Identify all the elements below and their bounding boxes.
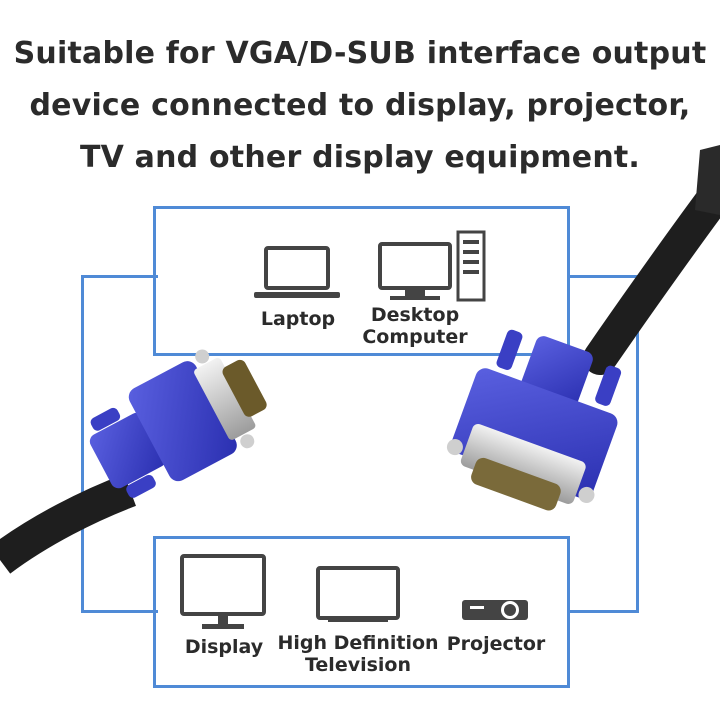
tv-icon: [316, 566, 400, 622]
display-monitor-icon: [180, 554, 266, 629]
right-cable: [583, 145, 720, 375]
desktop-computer-label: Desktop Computer: [360, 304, 470, 348]
tv-label-line-1: High Definition: [277, 632, 439, 654]
desktop-computer-icon: [378, 230, 486, 302]
headline-line-3: TV and other display equipment.: [79, 140, 641, 175]
left-frame: [81, 275, 158, 613]
desktop-label-line-1: Desktop: [370, 304, 460, 326]
laptop-label: Laptop: [260, 308, 336, 330]
headline: Suitable for VGA/D-SUB interface output …: [0, 28, 720, 184]
left-vga-connector: [89, 349, 267, 498]
display-label: Display: [184, 636, 264, 658]
right-frame: [568, 275, 639, 613]
bottom-frame: [153, 536, 570, 688]
desktop-label-line-2: Computer: [362, 326, 468, 348]
tv-label-line-2: Television: [304, 654, 412, 676]
tv-label: High Definition Television: [276, 632, 440, 676]
left-cable: [0, 474, 137, 574]
headline-line-2: device connected to display, projector,: [29, 88, 691, 123]
laptop-icon: [254, 246, 340, 298]
top-frame: [153, 206, 570, 356]
projector-label: Projector: [446, 633, 546, 655]
headline-line-1: Suitable for VGA/D-SUB interface output: [13, 36, 707, 71]
right-vga-connector: [446, 329, 622, 511]
projector-icon: [462, 600, 528, 620]
